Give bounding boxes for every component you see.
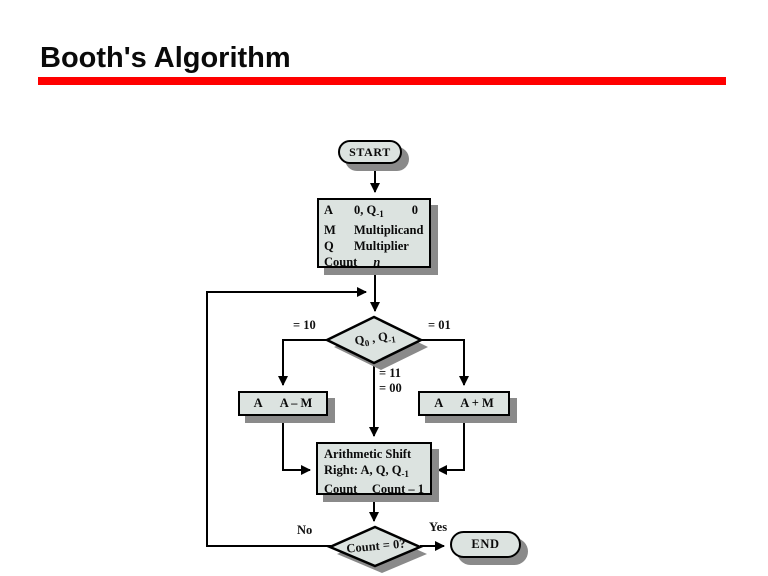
page-title: Booth's Algorithm xyxy=(40,42,291,74)
end-label: END xyxy=(471,537,500,551)
start-terminal: START xyxy=(338,140,402,164)
branch-label-00: = 00 xyxy=(379,381,402,395)
arithmetic-shift-box: Arithmetic Shift Right: A, Q, Q-1 Count … xyxy=(316,442,432,496)
init-row-a: A 0, Q-1 0 xyxy=(324,203,418,219)
branch-label-10: = 10 xyxy=(293,318,316,332)
connector-no-feedback-loop xyxy=(206,287,367,547)
yes-branch-label: Yes xyxy=(429,520,448,534)
init-row-q: Q Multiplier xyxy=(324,239,409,253)
branch-label-01: = 01 xyxy=(428,318,451,332)
start-label: START xyxy=(349,144,391,159)
shift-line3: Count Count – 1 xyxy=(324,482,424,496)
shift-line2: Right: A, Q, Q-1 xyxy=(324,462,409,479)
title-underline-rule xyxy=(38,77,726,85)
subtract-box: A A – M xyxy=(238,391,328,416)
initialization-box: A 0, Q-1 0 M Multiplicand Q Multiplier C… xyxy=(317,198,431,269)
branch-label-11: = 11 xyxy=(379,366,402,380)
decision1-diamond xyxy=(324,315,428,370)
connector-add-to-shift xyxy=(437,417,465,475)
init-row-m: M Multiplicand xyxy=(324,223,424,237)
end-terminal: END xyxy=(450,531,521,558)
connector-branch-10 xyxy=(278,339,330,386)
shift-line1: Arithmetic Shift xyxy=(324,447,412,461)
no-branch-label: No xyxy=(297,523,313,537)
connector-branch-01 xyxy=(418,339,469,386)
connector-sub-to-shift xyxy=(282,417,311,475)
add-box: A A + M xyxy=(418,391,510,416)
decision2-diamond xyxy=(326,525,427,573)
init-row-count: Count n xyxy=(324,255,381,269)
